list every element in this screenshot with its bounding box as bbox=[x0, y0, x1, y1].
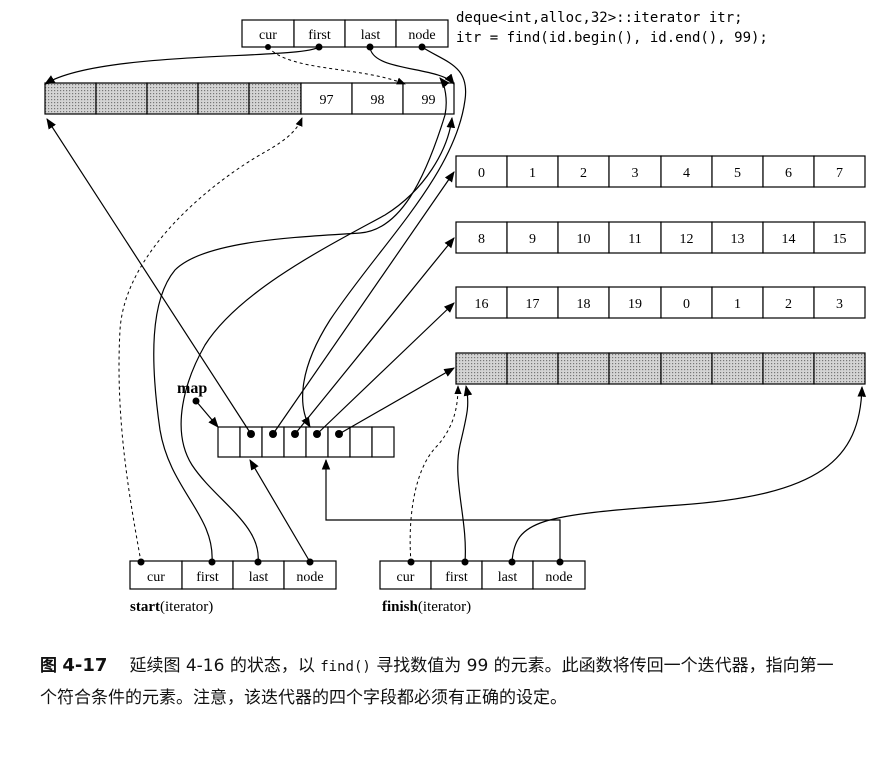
top-buffer: 97 98 99 bbox=[44, 82, 455, 115]
itr-field-last: last bbox=[361, 28, 381, 43]
itr-field-cur: cur bbox=[259, 28, 277, 43]
buffer-2-cell: 15 bbox=[833, 232, 847, 247]
code-line-declaration: deque<int,alloc,32>::iterator itr; bbox=[456, 10, 743, 26]
map-array bbox=[217, 426, 395, 458]
start-field-cur: cur bbox=[147, 570, 165, 585]
figure-caption: 图 4-17 延续图 4-16 的状态，以 find() 寻找数值为 99 的元素… bbox=[40, 650, 840, 714]
buffer-2-cell: 14 bbox=[782, 232, 796, 247]
buffer-1-cell: 3 bbox=[632, 166, 639, 181]
start-field-node: node bbox=[296, 570, 323, 585]
top-buffer-cell-97: 97 bbox=[320, 93, 334, 108]
buffer-1-cell: 2 bbox=[580, 166, 587, 181]
caption-function-name: find() bbox=[320, 659, 371, 675]
buffer-4-shaded bbox=[455, 352, 866, 385]
buffer-1-cell: 4 bbox=[683, 166, 690, 181]
finish-field-last: last bbox=[498, 570, 518, 585]
caption-text-before: 延续图 4-16 的状态，以 bbox=[129, 656, 321, 676]
buffer-2-cell: 12 bbox=[680, 232, 694, 247]
finish-field-first: first bbox=[445, 570, 468, 585]
buffer-2-cell: 9 bbox=[529, 232, 536, 247]
itr-field-first: first bbox=[308, 28, 331, 43]
buffer-1-cell: 1 bbox=[529, 166, 536, 181]
buffer-3-cell: 3 bbox=[836, 297, 843, 312]
buffer-2-cell: 11 bbox=[628, 232, 641, 247]
caption-figure-number: 4-17 bbox=[62, 655, 108, 676]
deque-iterator-diagram: cur first last node deque<int,alloc,32>:… bbox=[44, 10, 867, 615]
top-buffer-cell-98: 98 bbox=[371, 93, 385, 108]
buffer-1-cell: 0 bbox=[478, 166, 485, 181]
itr-iterator-box: cur first last node bbox=[241, 19, 449, 48]
buffer-3-cell: 2 bbox=[785, 297, 792, 312]
buffer-3-cell: 19 bbox=[628, 297, 642, 312]
start-field-last: last bbox=[249, 570, 269, 585]
code-line-find-call: itr = find(id.begin(), id.end(), 99); bbox=[456, 30, 768, 46]
itr-field-node: node bbox=[408, 28, 435, 43]
buffer-1-cell: 5 bbox=[734, 166, 741, 181]
buffer-3: 16 17 18 19 0 1 2 3 bbox=[455, 286, 866, 319]
buffer-1-cell: 7 bbox=[836, 166, 843, 181]
buffer-3-cell: 16 bbox=[475, 297, 489, 312]
buffer-3-cell: 1 bbox=[734, 297, 741, 312]
buffer-1-cell: 6 bbox=[785, 166, 792, 181]
finish-field-cur: cur bbox=[397, 570, 415, 585]
buffer-2-cell: 10 bbox=[577, 232, 591, 247]
buffer-2-cell: 13 bbox=[731, 232, 745, 247]
finish-field-node: node bbox=[545, 570, 572, 585]
buffer-2-cell: 8 bbox=[478, 232, 485, 247]
start-field-first: first bbox=[196, 570, 219, 585]
map-label: map bbox=[177, 380, 207, 397]
buffer-3-cell: 0 bbox=[683, 297, 690, 312]
caption-text-after: 寻找数值为 99 的元素。此函数将传回一个迭代器，指向第一个符合条件的元素。注意… bbox=[40, 656, 834, 708]
finish-label: finish(iterator) bbox=[382, 599, 471, 615]
top-buffer-cell-99: 99 bbox=[422, 93, 436, 108]
buffer-3-cell: 17 bbox=[526, 297, 540, 312]
finish-iterator-box: cur first last node bbox=[379, 560, 586, 590]
caption-prefix: 图 bbox=[40, 656, 57, 676]
buffer-1: 0 1 2 3 4 5 6 7 bbox=[455, 155, 866, 188]
buffer-3-cell: 18 bbox=[577, 297, 591, 312]
buffer-2: 8 9 10 11 12 13 14 15 bbox=[455, 221, 866, 254]
start-iterator-box: cur first last node bbox=[129, 560, 337, 590]
start-label: start(iterator) bbox=[130, 599, 213, 615]
